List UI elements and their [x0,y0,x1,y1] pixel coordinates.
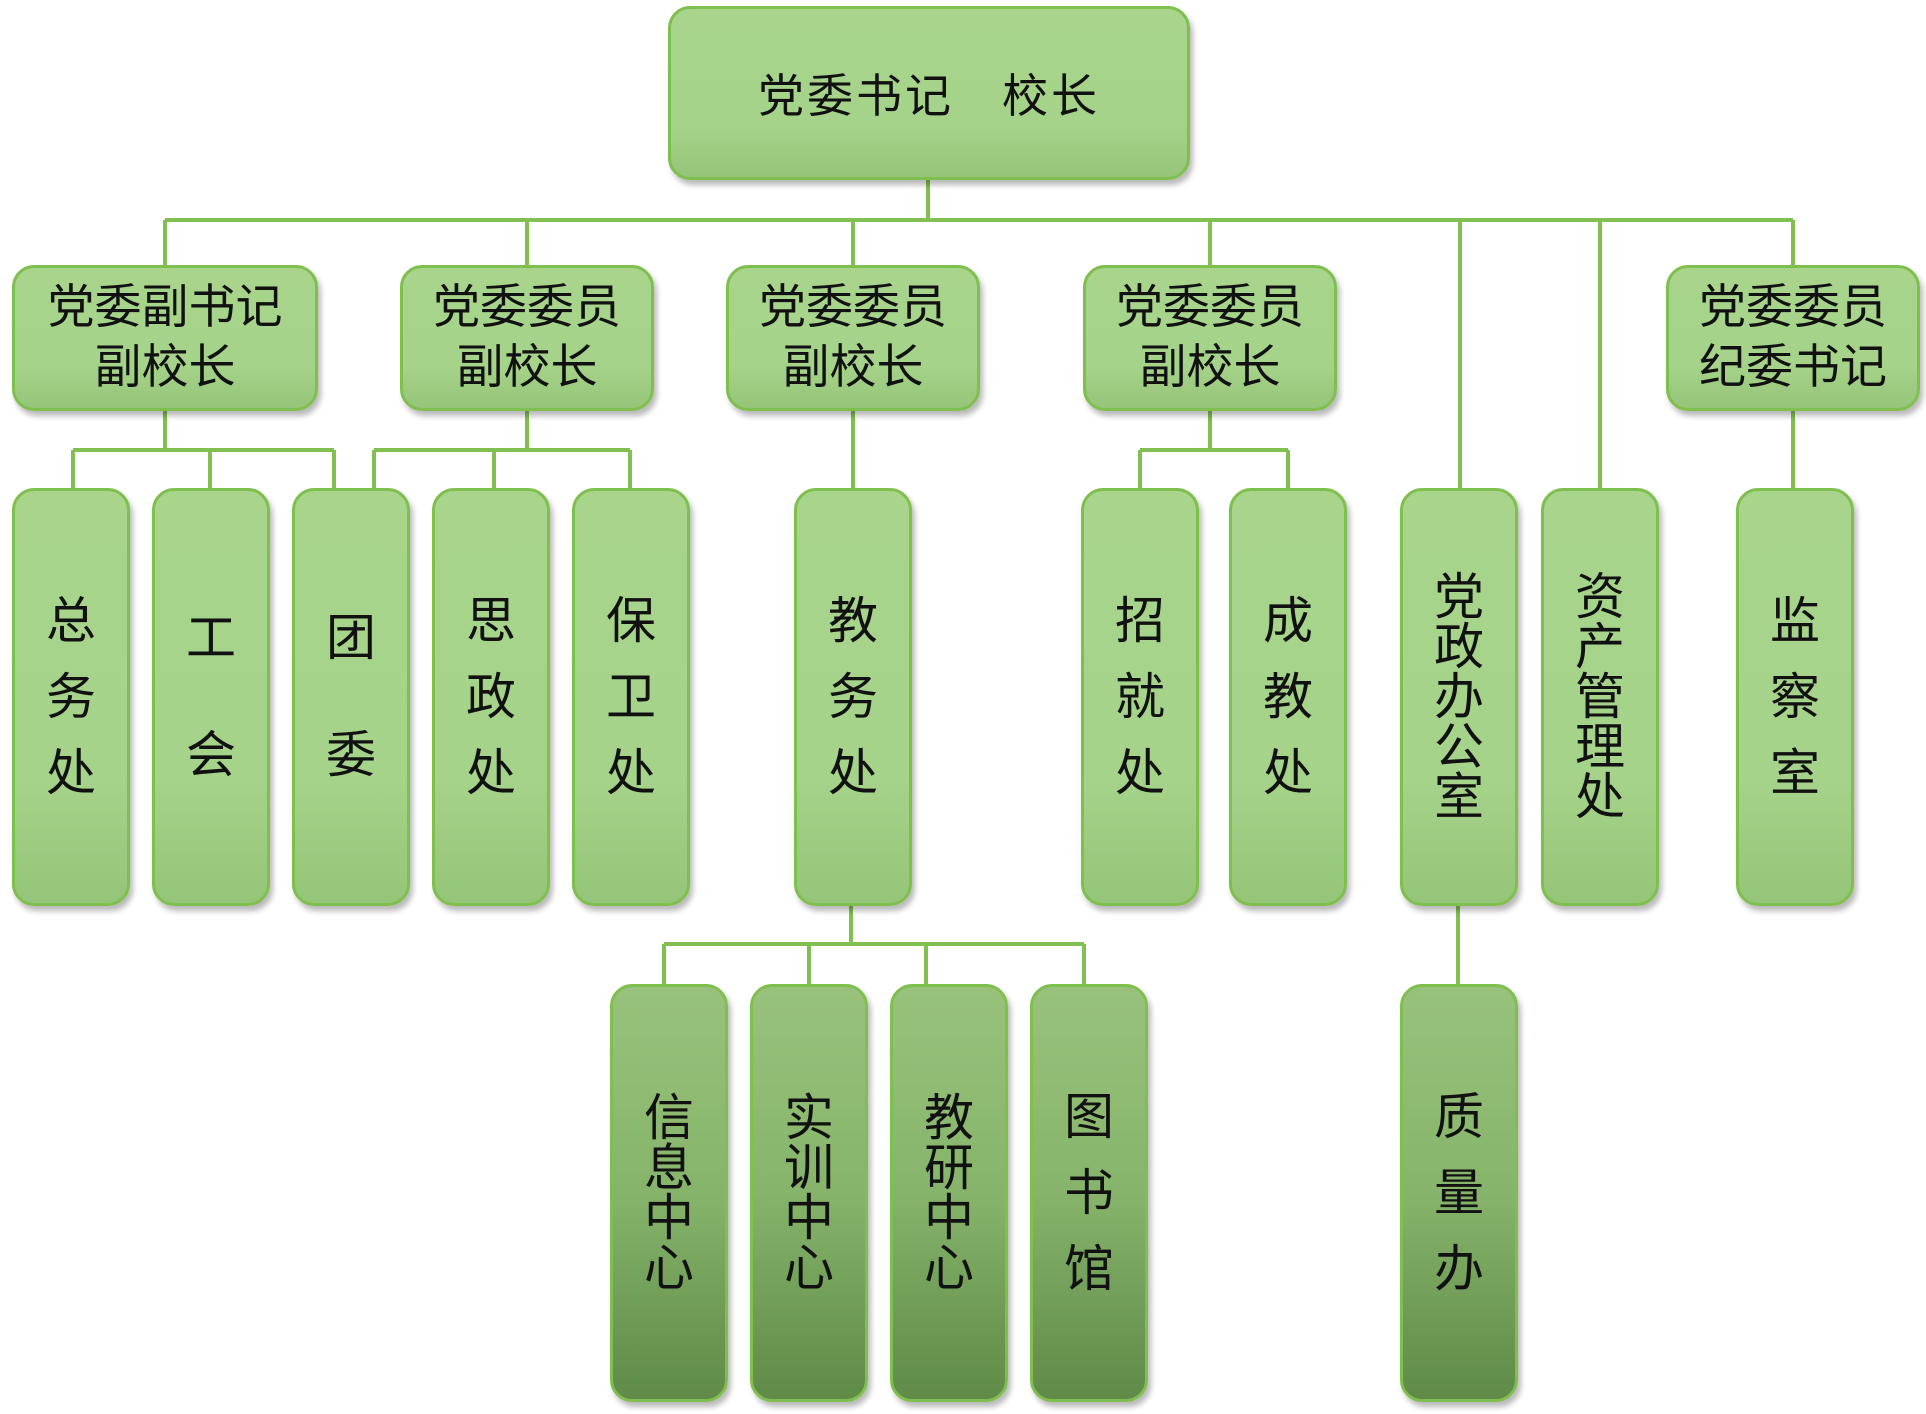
top-box-title-left: 党委书记 [758,69,954,123]
role-box-committee-member-4: 党委委员 副校长 [1083,265,1337,411]
dept-box-youth-league: 团委 [292,488,410,906]
dept-box-asset-management: 资产管理处 [1541,488,1659,906]
dept-box-ideology: 思政处 [432,488,550,906]
subdept-box-library: 图书馆 [1030,984,1148,1402]
top-box-title-right: 校长 [1002,69,1100,123]
role-line1: 党委委员 [759,280,947,335]
dept-label: 总务处 [46,592,96,802]
dept-box-supervision: 监察室 [1736,488,1854,906]
dept-label: 保卫处 [606,592,656,802]
role-box-committee-member-3: 党委委员 副校长 [726,265,980,411]
subdept-box-teaching-research-center: 教研中心 [890,984,1008,1402]
subdept-label: 质量办 [1434,1088,1484,1298]
role-line2: 副校长 [782,340,924,395]
subdept-label: 信息中心 [644,1089,694,1297]
dept-label: 成教处 [1263,592,1313,802]
role-line1: 党委委员 [1699,280,1887,335]
dept-label: 教务处 [828,592,878,802]
dept-label: 党政办公室 [1434,568,1484,826]
dept-label: 资产管理处 [1575,568,1625,826]
dept-box-general-affairs: 总务处 [12,488,130,906]
role-box-committee-member-2: 党委委员 副校长 [400,265,654,411]
dept-box-party-admin-office: 党政办公室 [1400,488,1518,906]
subdept-box-quality-office: 质量办 [1400,984,1518,1402]
dept-box-admissions-employment: 招就处 [1081,488,1199,906]
role-line2: 副校长 [1139,340,1281,395]
dept-label: 监察室 [1770,592,1820,802]
subdept-box-training-center: 实训中心 [750,984,868,1402]
role-line2: 纪委书记 [1699,340,1887,395]
dept-box-union: 工会 [152,488,270,906]
role-line2: 副校长 [94,340,236,395]
dept-label: 工会 [186,608,236,785]
role-line2: 副校长 [456,340,598,395]
subdept-label: 教研中心 [924,1089,974,1297]
subdept-label: 实训中心 [784,1089,834,1297]
role-line1: 党委委员 [433,280,621,335]
dept-box-adult-education: 成教处 [1229,488,1347,906]
dept-box-security: 保卫处 [572,488,690,906]
subdept-box-information-center: 信息中心 [610,984,728,1402]
dept-label: 招就处 [1115,592,1165,802]
role-line1: 党委委员 [1116,280,1304,335]
dept-label: 思政处 [466,592,516,802]
dept-box-academic-affairs: 教务处 [794,488,912,906]
subdept-label: 图书馆 [1064,1088,1114,1298]
role-line1: 党委副书记 [47,280,283,335]
role-box-discipline-secretary: 党委委员 纪委书记 [1666,265,1920,411]
dept-label: 团委 [326,608,376,785]
role-box-deputy-secretary: 党委副书记 副校长 [12,265,318,411]
top-box-secretary-president: 党委书记 校长 [668,6,1190,180]
